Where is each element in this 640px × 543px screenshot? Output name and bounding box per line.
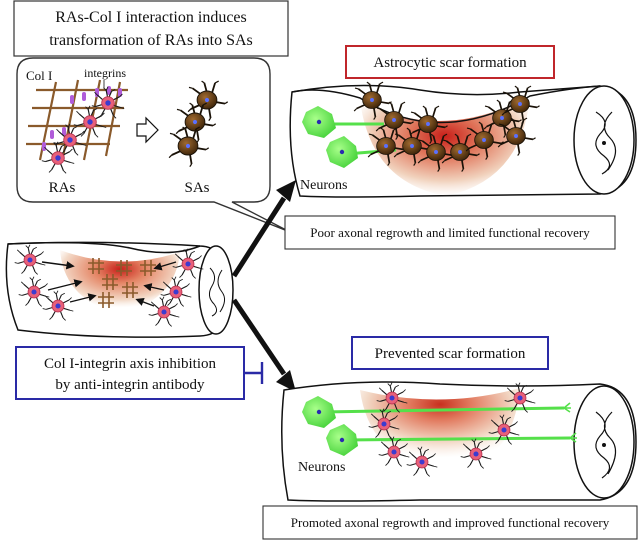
bottom-title-frame <box>351 336 549 370</box>
title-box <box>13 0 289 57</box>
top-spinal-cord <box>289 84 637 198</box>
inset-bubble <box>16 57 291 233</box>
top-outcome-box <box>284 215 616 250</box>
bottom-title: Prevented scar formation <box>375 346 526 362</box>
transform-arrow <box>136 116 159 144</box>
bottom-outcome: Promoted axonal regrowth and improved fu… <box>291 515 610 530</box>
col-label: Col I <box>26 68 52 83</box>
integrin-markers <box>42 86 122 151</box>
collagen-grid <box>26 79 128 163</box>
inhibition-line-2: by anti-integrin antibody <box>55 377 205 393</box>
title-line-2: transformation of RAs into SAs <box>49 32 253 49</box>
injured-spinal-cord <box>5 241 234 338</box>
ras-label: RAs <box>49 180 76 196</box>
top-neurons-label: Neurons <box>300 178 347 193</box>
top-title-frame <box>345 45 555 79</box>
title-line-1: RAs-Col I interaction induces <box>55 9 247 26</box>
integrin-label: integrins <box>84 66 126 80</box>
inhibition-line-1: Col I-integrin axis inhibition <box>44 356 217 372</box>
top-outcome: Poor axonal regrowth and limited functio… <box>310 225 590 240</box>
bottom-neurons <box>302 396 577 456</box>
progression-arrows <box>231 180 296 392</box>
inhibition-marker <box>244 362 264 384</box>
sas-label: SAs <box>184 180 209 196</box>
inhibition-box <box>15 346 245 400</box>
bottom-outcome-box <box>262 505 638 540</box>
bottom-neurons-label: Neurons <box>298 460 345 475</box>
top-title: Astrocytic scar formation <box>373 55 527 71</box>
